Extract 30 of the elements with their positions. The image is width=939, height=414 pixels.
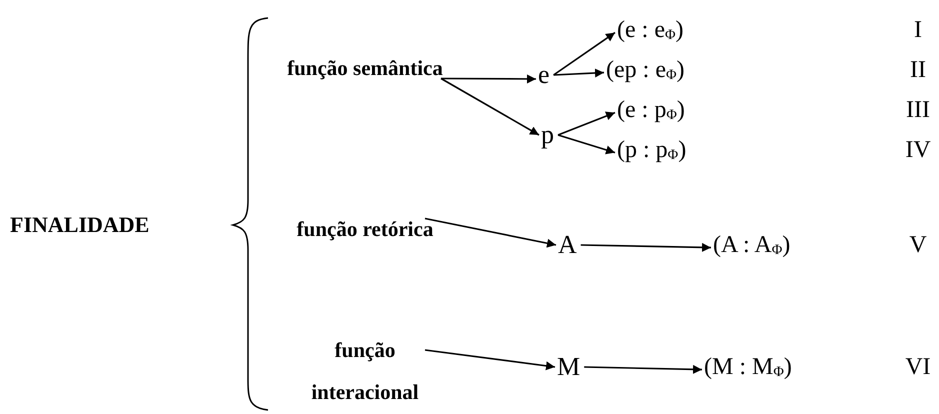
arrow (440, 78, 540, 136)
arrow (441, 74, 536, 84)
roman-numeral: II (909, 56, 927, 84)
function-label: função interacional (285, 329, 445, 413)
root-term: FINALIDADE (10, 211, 150, 239)
arrow (580, 242, 712, 252)
relation-label: (e : p$_{Φ}$) (617, 95, 685, 130)
arrow (424, 349, 556, 370)
variable-label: A (558, 228, 577, 262)
function-label: função retórica (285, 208, 445, 250)
variable-label: M (557, 350, 580, 384)
relation-label: (M : M$_{Φ}$) (704, 352, 792, 388)
arrow (553, 32, 616, 76)
relation-label: (ep : e$_{Φ}$) (606, 55, 684, 90)
variable-label: p (541, 118, 554, 152)
arrow (554, 68, 604, 78)
function-label: função semântica (285, 47, 445, 89)
roman-numeral: V (908, 231, 928, 259)
arrow (558, 134, 616, 154)
roman-numeral: III (905, 96, 931, 124)
arrow (558, 112, 616, 136)
arrow (584, 364, 702, 374)
roman-numeral: I (913, 16, 923, 44)
roman-numeral: VI (904, 353, 932, 381)
relation-label: (e : e$_{Φ}$) (617, 15, 684, 50)
arrow (424, 218, 556, 248)
roman-numeral: IV (904, 136, 932, 164)
relation-label: (p : p$_{Φ}$) (617, 135, 686, 170)
variable-label: e (538, 58, 550, 92)
relation-label: (A : A$_{Φ}$) (713, 230, 790, 266)
